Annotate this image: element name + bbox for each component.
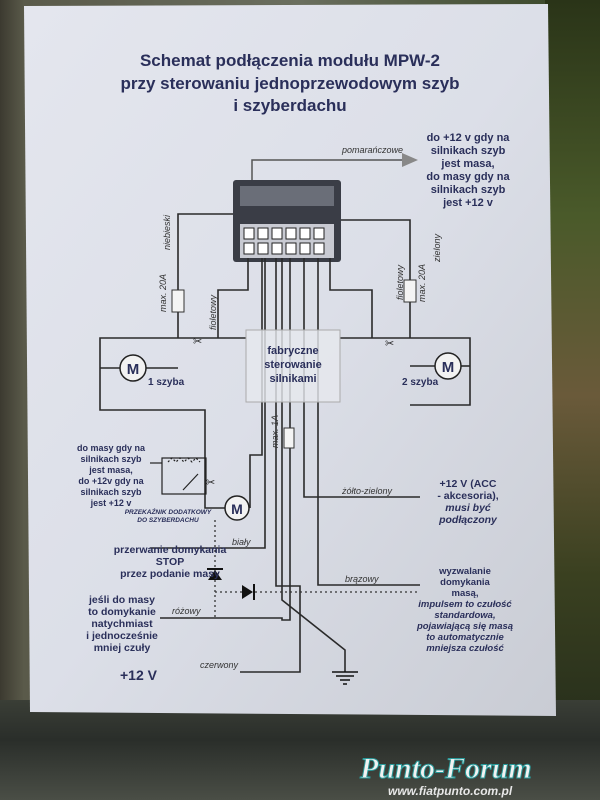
note-top-right: do +12 v gdy na silnikach szyb jest masa… (426, 132, 510, 209)
svg-text:mniejsza czułość: mniejsza czułość (426, 643, 504, 654)
fuse-left (171, 289, 185, 313)
svg-text:DO SZYBERDACHU: DO SZYBERDACHU (137, 517, 199, 524)
mpw2-module (233, 180, 341, 262)
fuse-1a (283, 427, 295, 449)
svg-text:+12 V (ACC: +12 V (ACC (440, 478, 497, 490)
diode-trigger (242, 584, 255, 600)
svg-text:jeśli do masy: jeśli do masy (88, 594, 155, 606)
svg-text:impulsem to czułość: impulsem to czułość (418, 599, 512, 610)
svg-text:do masy gdy na: do masy gdy na (426, 171, 510, 183)
note-relay: do masy gdy na silnikach szyb jest masa,… (77, 443, 146, 508)
blue-wire-label: niebieski (162, 214, 172, 250)
orange-wire-label: pomarańczowe (341, 145, 403, 155)
svg-text:STOP: STOP (156, 556, 184, 568)
diode-stop (207, 568, 223, 580)
svg-text:masą,: masą, (452, 588, 479, 599)
pink-wire-label: różowy (172, 606, 201, 616)
svg-text:silnikach szyb: silnikach szyb (431, 184, 506, 196)
svg-text:Punto-Forum: Punto-Forum (359, 752, 532, 785)
svg-text:M: M (127, 361, 140, 378)
svg-text:to automatycznie: to automatycznie (426, 632, 504, 643)
supply-12v-label: +12 V (120, 667, 158, 683)
background-window-frame (0, 700, 600, 800)
svg-text:przez podanie masy: przez podanie masy (120, 568, 220, 580)
note-stop: przerwanie domykania STOP przez podanie … (114, 544, 227, 580)
svg-text:M: M (231, 501, 243, 517)
motor-right-label: 2 szyba (402, 377, 439, 388)
note-ground: jeśli do masy to domykanie natychmiast i… (86, 594, 158, 654)
note-acc: +12 V (ACC - akcesoria), musi być podłąc… (437, 478, 498, 526)
svg-text:i jednocześnie: i jednocześnie (86, 630, 158, 642)
svg-text:do +12 v gdy na: do +12 v gdy na (427, 132, 511, 144)
ground-icon (332, 671, 358, 685)
svg-text:jest masa,: jest masa, (88, 465, 133, 475)
svg-text:- akcesoria),: - akcesoria), (437, 490, 498, 502)
orange-wire: pomarańczowe (251, 145, 418, 180)
brown-wire-label: brązowy (345, 574, 379, 584)
motor-left-label: 1 szyba (148, 377, 185, 388)
svg-text:mniej czuły: mniej czuły (94, 642, 151, 654)
svg-text:standardowa,: standardowa, (434, 610, 495, 621)
watermark-logo: Punto-Forum www.fiatpunto.com.pl (359, 752, 533, 799)
diagram-title: Schemat podłączenia modułu MPW-2 przy st… (120, 51, 459, 115)
motor-sunroof: M (224, 495, 250, 521)
motor-left: M (119, 354, 147, 382)
svg-text:jest masa,: jest masa, (440, 158, 494, 170)
title-line-2: przy sterowaniu jednoprzewodowym szyb (120, 74, 459, 93)
cut-scissors-icon-relay: ✂ (206, 477, 215, 489)
svg-text:jest +12 v: jest +12 v (442, 197, 494, 209)
svg-text:przerwanie domykania: przerwanie domykania (114, 544, 227, 556)
title-line-3: i szyberdachu (233, 96, 346, 115)
relay (150, 457, 207, 495)
white-wire-label: biały (232, 537, 251, 547)
svg-text:pojawiającą się masą: pojawiającą się masą (416, 621, 513, 632)
fuse-right (403, 279, 417, 303)
cut-scissors-icon-right: ✂ (385, 338, 394, 350)
svg-text:M: M (442, 359, 455, 376)
svg-text:musi być: musi być (445, 502, 491, 514)
violet-left-wire-label: fioletowy (208, 294, 218, 330)
svg-text:PRZEKAŹNIK DODATKOWY: PRZEKAŹNIK DODATKOWY (125, 507, 212, 516)
green-wire-label: zielony (432, 233, 442, 263)
note-trigger: wyzwalanie domykania masą, impulsem to c… (416, 566, 513, 654)
red-wire-label: czerwony (200, 660, 239, 670)
dotted-wires (214, 520, 420, 618)
svg-text:fabryczne: fabryczne (267, 345, 318, 357)
svg-text:do +12v gdy na: do +12v gdy na (78, 476, 144, 486)
svg-text:jest +12 v: jest +12 v (90, 498, 132, 508)
svg-text:sterowanie: sterowanie (264, 359, 321, 371)
svg-text:silnikami: silnikami (269, 373, 316, 385)
fuse-1a-label: max. 1A (270, 415, 280, 448)
cut-scissors-icon-left: ✂ (193, 336, 202, 348)
yellow-green-wire-label: żółto-zielony (341, 486, 393, 496)
svg-text:to domykanie: to domykanie (88, 606, 156, 618)
motor-right: M (434, 352, 462, 380)
svg-text:domykania: domykania (440, 577, 490, 588)
svg-text:podłączony: podłączony (438, 514, 498, 526)
svg-text:www.fiatpunto.com.pl: www.fiatpunto.com.pl (388, 784, 513, 798)
factory-control-box: fabryczne sterowanie silnikami (245, 329, 341, 403)
svg-text:silnikach szyb: silnikach szyb (80, 454, 142, 464)
fuse-left-label: max. 20A (158, 274, 168, 312)
svg-text:wyzwalanie: wyzwalanie (438, 566, 491, 577)
title-line-1: Schemat podłączenia modułu MPW-2 (140, 51, 440, 70)
svg-text:silnikach szyb: silnikach szyb (431, 145, 506, 157)
svg-text:natychmiast: natychmiast (91, 618, 153, 630)
violet-right-wire-label: fioletowy (395, 264, 405, 300)
svg-text:do masy gdy na: do masy gdy na (77, 443, 146, 453)
relay-caption: PRZEKAŹNIK DODATKOWY DO SZYBERDACHU (125, 507, 212, 524)
fuse-right-label: max. 20A (417, 264, 427, 302)
svg-text:silnikach szyb: silnikach szyb (80, 487, 142, 497)
fuses (171, 279, 417, 449)
